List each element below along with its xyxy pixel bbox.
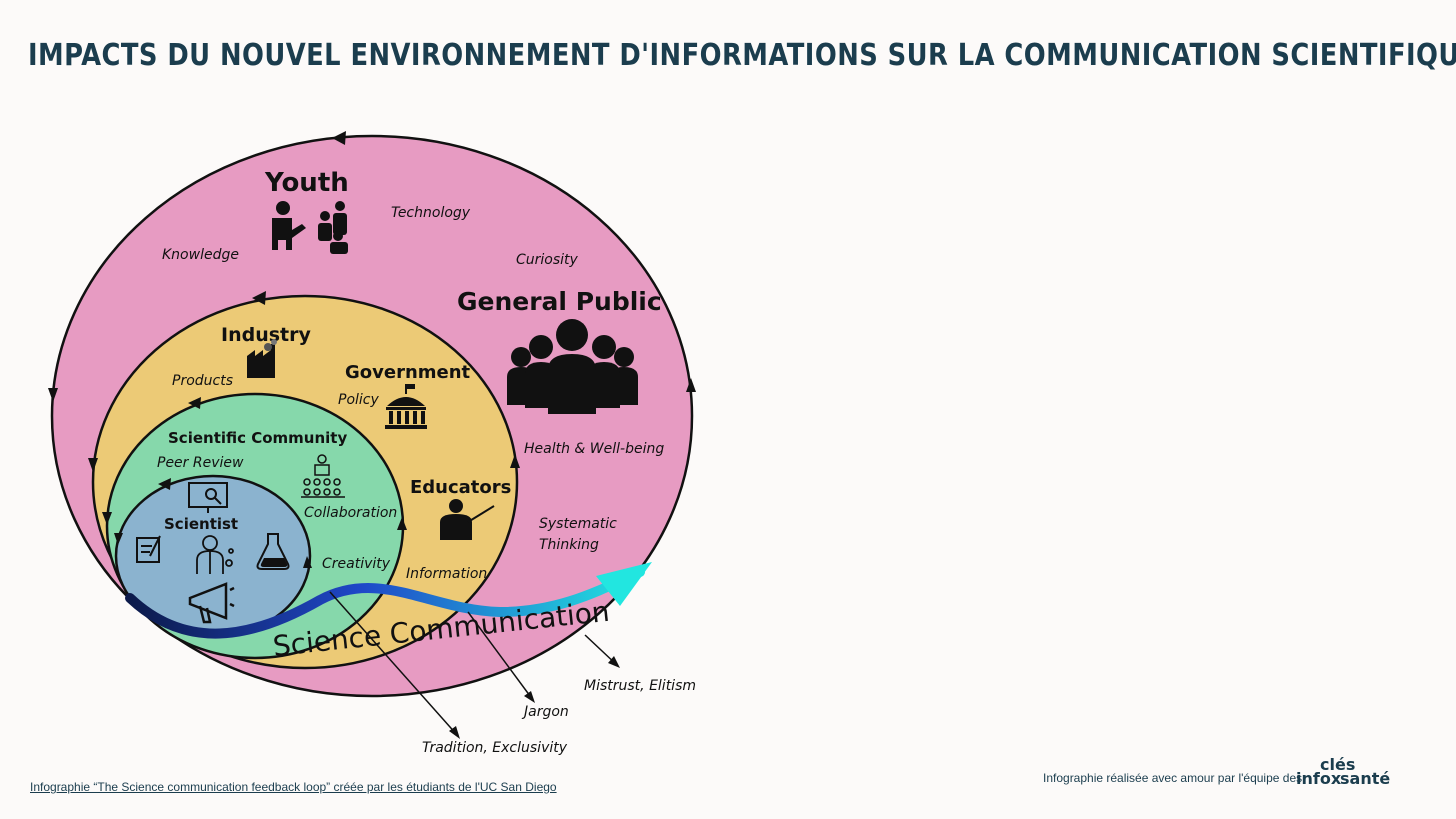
logo-sante: santé <box>1340 769 1391 788</box>
notepad-icon <box>136 535 161 563</box>
source-credit-link[interactable]: Infographie “The Science communication f… <box>30 780 557 794</box>
information-label: Information <box>406 566 487 582</box>
products-label: Products <box>172 373 233 389</box>
ring-arrows <box>48 131 696 568</box>
youth-icon <box>272 201 348 254</box>
youth-label: Youth <box>264 168 349 198</box>
scientist-icon <box>196 535 234 574</box>
general-public-icon <box>507 319 638 414</box>
page-title: IMPACTS DU NOUVEL ENVIRONNEMENT D'INFORM… <box>28 38 1456 73</box>
educators-label: Educators <box>410 477 511 498</box>
scientist-label: Scientist <box>164 515 238 533</box>
educator-icon <box>440 499 495 540</box>
systematic-label-1: Systematic <box>539 516 617 532</box>
general-public-label: General Public <box>457 287 662 316</box>
communication-flow-arrow <box>125 567 645 639</box>
government-label: Government <box>345 362 471 383</box>
tradition-label: Tradition, Exclusivity <box>422 740 568 756</box>
scientific-community-label: Scientific Community <box>168 429 347 447</box>
government-building-icon <box>385 384 427 429</box>
curiosity-label: Curiosity <box>516 252 579 268</box>
industry-label: Industry <box>221 324 311 346</box>
megaphone-icon <box>188 582 235 624</box>
creativity-label: Creativity <box>322 556 391 572</box>
logo-infox: infox <box>1296 769 1342 788</box>
flow-arrowhead <box>596 562 652 606</box>
collaboration-label: Collaboration <box>304 505 397 521</box>
health-label: Health & Well-being <box>524 441 664 457</box>
knowledge-label: Knowledge <box>162 247 239 263</box>
logo-cles: clés <box>1320 755 1356 774</box>
monitor-search-icon <box>188 482 228 513</box>
peer-review-label: Peer Review <box>157 455 244 471</box>
jargon-label: Jargon <box>521 704 569 720</box>
policy-label: Policy <box>338 392 379 408</box>
factory-icon <box>247 339 277 378</box>
flask-icon <box>256 533 290 570</box>
footer-text: Infographie réalisée avec amour par l'éq… <box>1043 771 1303 785</box>
mistrust-label: Mistrust, Elitism <box>584 678 696 694</box>
conference-icon <box>301 454 345 498</box>
barrier-arrowheads <box>449 656 620 739</box>
cles-infox-sante-logo: clés infox santé <box>1296 755 1396 791</box>
technology-label: Technology <box>391 205 471 221</box>
systematic-label-2: Thinking <box>539 537 599 553</box>
